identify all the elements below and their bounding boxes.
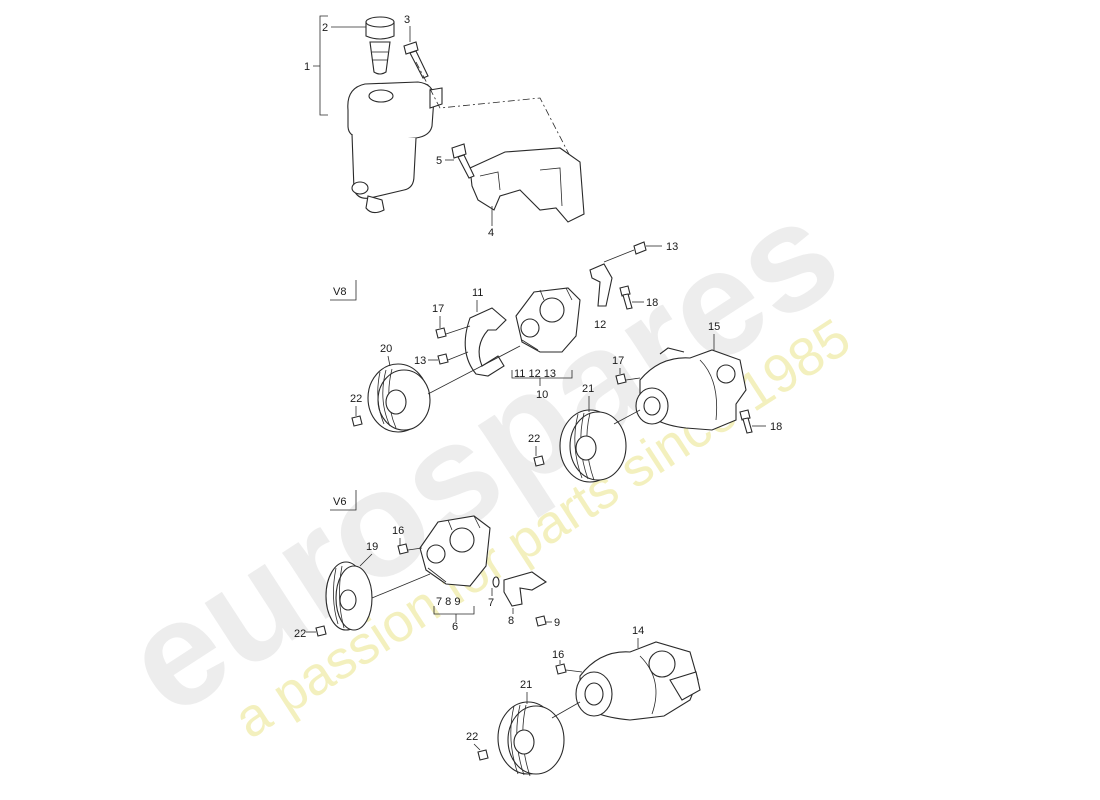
callout-13-top: 13 [666, 241, 678, 253]
callout-group-7-8-9: 7 8 9 [436, 596, 460, 608]
callout-18-right: 18 [770, 421, 782, 433]
callout-7: 7 [488, 597, 494, 609]
v6-group: V6 [315, 490, 701, 777]
callout-16-v6: 16 [392, 525, 404, 537]
callout-19: 19 [366, 541, 378, 553]
variant-v6-label: V6 [333, 496, 346, 508]
variant-v8-label: V8 [333, 286, 346, 298]
callout-22-lower: 22 [466, 731, 478, 743]
callout-17-left: 17 [432, 303, 444, 315]
callout-5: 5 [436, 155, 442, 167]
reservoir-group [313, 15, 585, 223]
callout-15: 15 [708, 321, 720, 333]
callout-13-left: 13 [414, 355, 426, 367]
callout-21-v8: 21 [582, 383, 594, 395]
callout-16-lower: 16 [552, 649, 564, 661]
callout-2: 2 [322, 22, 328, 34]
callout-14: 14 [632, 625, 644, 637]
callout-6: 6 [452, 621, 458, 633]
callout-12: 12 [594, 319, 606, 331]
callout-9: 9 [554, 617, 560, 629]
callouts: 1 2 3 4 5 13 11 17 12 18 20 13 22 15 17 … [294, 14, 782, 751]
callout-21-lower: 21 [520, 679, 532, 691]
callout-22-v8-left: 22 [350, 393, 362, 405]
callout-group-11-12-13: 11 12 13 [514, 368, 556, 380]
watermark-brand: eurospares [96, 165, 866, 746]
callout-22-v6: 22 [294, 628, 306, 640]
callout-11: 11 [472, 287, 483, 299]
watermark: eurospares a passion for parts since 198… [96, 165, 866, 750]
callout-20: 20 [380, 343, 392, 355]
v8-group: V8 [330, 241, 753, 483]
callout-1: 1 [304, 61, 310, 73]
callout-18-top: 18 [646, 297, 658, 309]
callout-22-v8-right: 22 [528, 433, 540, 445]
callout-8: 8 [508, 615, 514, 627]
callout-17-right: 17 [612, 355, 624, 367]
callout-10: 10 [536, 389, 548, 401]
callout-3: 3 [404, 14, 410, 26]
callout-4: 4 [488, 227, 494, 239]
